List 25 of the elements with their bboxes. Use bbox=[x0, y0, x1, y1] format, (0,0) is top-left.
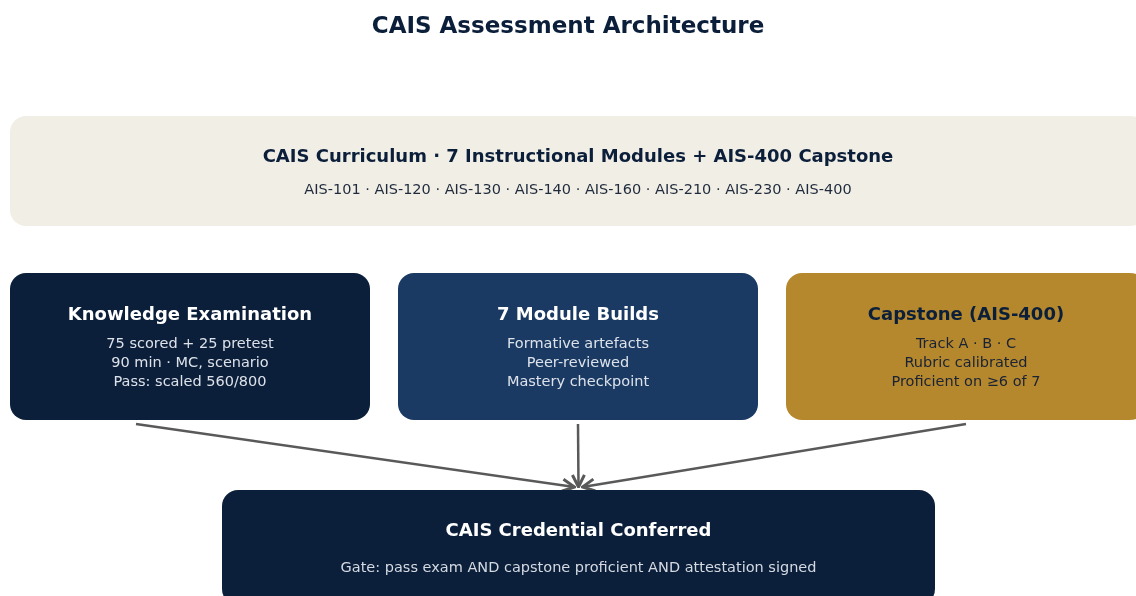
process-box bbox=[222, 490, 935, 596]
diagram-title: CAIS Assessment Architecture bbox=[371, 11, 765, 40]
arrow bbox=[135, 422, 576, 493]
box-text: Track A · B · C bbox=[915, 334, 1017, 353]
box-heading: Capstone (AIS-400) bbox=[867, 302, 1065, 326]
process-box bbox=[398, 273, 758, 420]
box-text: 75 scored + 25 pretest bbox=[106, 334, 274, 353]
box-text: Peer-reviewed bbox=[526, 353, 630, 372]
arrow bbox=[581, 422, 967, 493]
box-heading: CAIS Curriculum · 7 Instructional Modules + AIS-400 Capstone bbox=[262, 143, 894, 168]
box-text: 90 min · MC, scenario bbox=[111, 353, 269, 372]
box-text: AIS-101 · AIS-120 · AIS-130 · AIS-140 · AIS-160 · AIS-210 · AIS-230 · AIS-400 bbox=[304, 179, 852, 199]
box-text: Rubric calibrated bbox=[904, 353, 1028, 372]
box-text: Pass: scaled 560/800 bbox=[113, 372, 267, 391]
process-box bbox=[10, 116, 1136, 226]
arrow bbox=[570, 424, 586, 489]
box-heading: CAIS Credential Conferred bbox=[445, 518, 712, 542]
box-text: Mastery checkpoint bbox=[506, 372, 650, 391]
box-heading: Knowledge Examination bbox=[67, 302, 313, 326]
box-text: Formative artefacts bbox=[507, 334, 649, 353]
box-text: Gate: pass exam AND capstone proficient AND attestation signed bbox=[340, 558, 817, 577]
box-heading: 7 Module Builds bbox=[497, 302, 659, 326]
box-text: Proficient on ≥6 of 7 bbox=[891, 372, 1041, 391]
process-box bbox=[10, 273, 370, 420]
process-box bbox=[786, 273, 1136, 420]
